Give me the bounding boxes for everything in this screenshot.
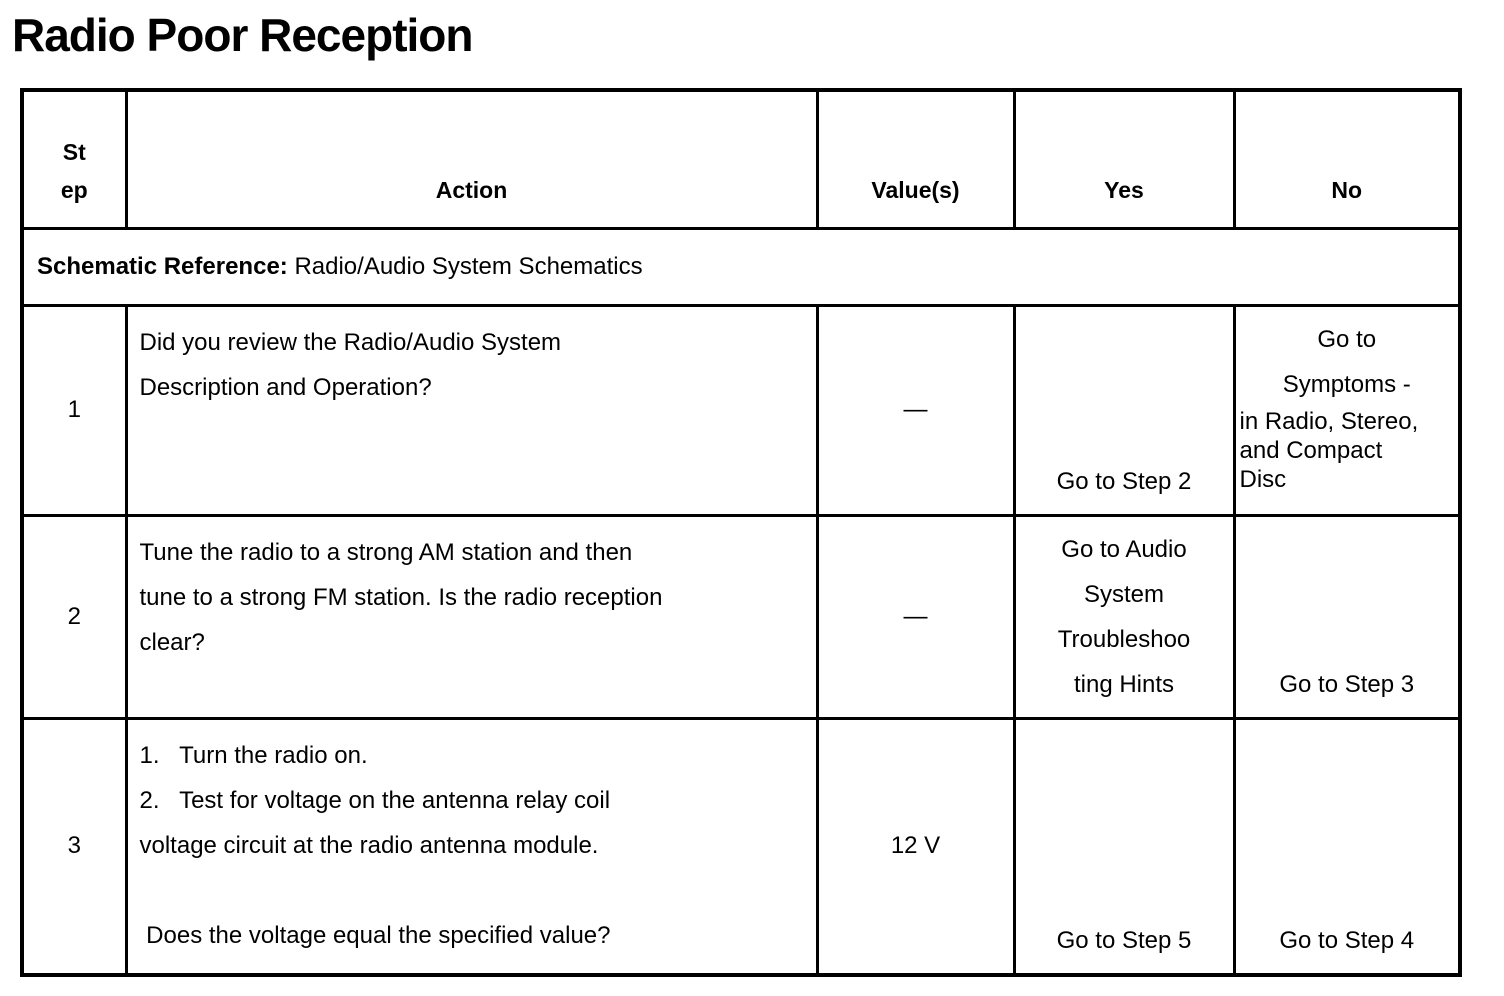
schematic-reference-label: Schematic Reference: xyxy=(37,252,288,280)
schematic-reference-cell: Schematic Reference: Radio/Audio System … xyxy=(20,226,1462,307)
column-header-no: No xyxy=(1232,88,1462,230)
value-cell: — xyxy=(815,513,1016,720)
value-cell: 12 V xyxy=(815,716,1016,977)
diagnostic-table: St ep Action Value(s) Yes No Schematic R… xyxy=(20,88,1462,977)
column-header-step: St ep xyxy=(20,88,128,230)
yes-cell: Go to Audio System Troubleshoo ting Hint… xyxy=(1012,513,1236,720)
action-cell: Did you review the Radio/Audio System De… xyxy=(124,303,819,517)
yes-cell: Go to Step 2 xyxy=(1012,303,1236,517)
column-header-values: Value(s) xyxy=(815,88,1016,230)
no-cell-centered-lines: Go to Symptoms - xyxy=(1282,325,1411,398)
no-cell-left-lines: in Radio, Stereo, and Compact Disc xyxy=(1239,407,1419,493)
schematic-reference-row: Schematic Reference: Radio/Audio System … xyxy=(20,226,1462,307)
header-row: St ep Action Value(s) Yes No xyxy=(20,88,1462,230)
schematic-reference-value: Radio/Audio System Schematics xyxy=(287,252,643,280)
no-cell: Go to Step 3 xyxy=(1232,513,1462,720)
column-header-action: Action xyxy=(124,88,819,230)
no-cell: Go to Symptoms - in Radio, Stereo, and C… xyxy=(1232,303,1462,517)
column-header-yes: Yes xyxy=(1012,88,1236,230)
action-cell: Tune the radio to a strong AM station an… xyxy=(124,513,819,720)
value-cell: — xyxy=(815,303,1016,517)
table-row-step-1: 1 Did you review the Radio/Audio System … xyxy=(20,303,1462,517)
action-cell: 1. Turn the radio on. 2. Test for voltag… xyxy=(124,716,819,977)
page-title: Radio Poor Reception xyxy=(12,9,473,61)
step-number-cell: 3 xyxy=(20,716,128,977)
step-number-cell: 1 xyxy=(20,303,128,517)
no-cell: Go to Step 4 xyxy=(1232,716,1462,977)
yes-cell: Go to Step 5 xyxy=(1012,716,1236,977)
table-row-step-3: 3 1. Turn the radio on. 2. Test for volt… xyxy=(20,716,1462,977)
step-number-cell: 2 xyxy=(20,513,128,720)
table-row-step-2: 2 Tune the radio to a strong AM station … xyxy=(20,513,1462,720)
